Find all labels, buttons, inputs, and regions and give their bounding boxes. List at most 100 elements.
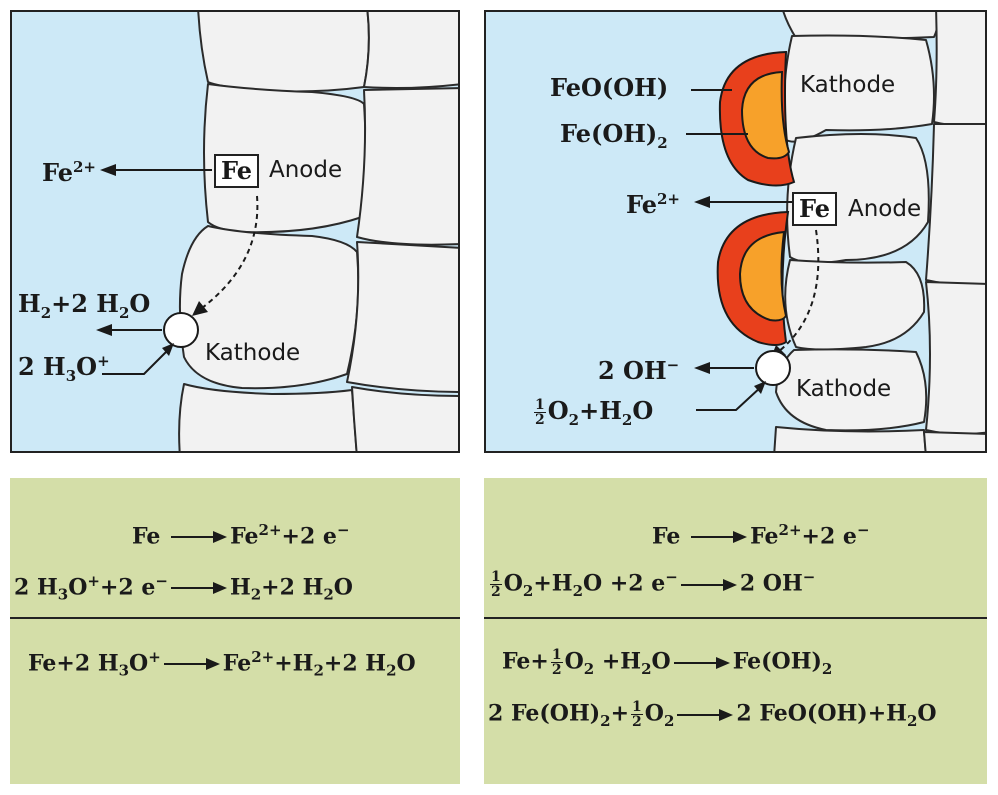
eq-sub: 2 [386,661,397,680]
fe-ion-label-right: Fe2+ [626,192,680,217]
eq-sup: − [856,521,870,539]
h2-sub2: 2 [118,303,130,322]
fe-ion-label: Fe2+ [42,160,96,185]
kathode-bottom-label: Kathode [796,376,892,402]
eq-sub: 2 [323,585,334,604]
anode-label-right: Anode [848,196,922,222]
eq-part: +2 H [261,574,324,601]
eq-sub: 2 [906,711,918,730]
eq-part: +2 e [281,523,337,550]
eq-part: O [68,574,88,601]
fe-ion-charge-right: 2+ [657,190,681,208]
feooh-label: FeO(OH) [550,73,669,102]
eq-sub: 2 [572,581,584,600]
h3o-sup: + [97,352,110,370]
eq-sub: 2 [250,585,262,604]
oh-text: 2 OH [598,356,667,385]
frac-den: 2 [551,662,562,678]
reaction-arrow [673,656,730,669]
reaction-arrow [170,582,227,595]
o2-c: O [632,396,654,425]
eq-part: +H [594,648,642,675]
o2-a: O [547,396,569,425]
metal-grains-right [686,12,985,451]
eq-sup: 2+ [258,521,282,539]
reaction-arrow [677,708,734,721]
eq-part: O [396,650,416,677]
eq-sub: 3 [57,585,69,604]
right-corrosion-diagram: FeO(OH) Fe(OH)2 Kathode Fe2+ Fe Anode 2 … [484,10,987,453]
left-corrosion-diagram: Fe2+ Fe Anode Kathode H2+2 H2O 2 H3O+ [10,10,460,453]
eq-sup: − [665,568,678,587]
eq-part: Fe(OH) [732,648,822,675]
eq-sub: 2 [583,659,595,678]
eq-part: 2 OH [739,570,803,597]
eq-part: 2 H [14,574,58,601]
eq-sup: − [155,572,168,590]
sum-divider [10,617,460,619]
fe-anode-box-right: Fe [792,192,837,227]
eq-part: O [129,650,149,677]
o2-sub2: 2 [621,410,633,429]
frac-den: 2 [491,584,501,600]
eq-part: +H [533,570,573,597]
o2-b: +H [579,396,622,425]
eq-part: Fe [750,523,779,550]
eq-part: H [229,574,251,601]
eq-part: Fe [132,523,161,550]
eq-part: Fe [230,523,259,550]
frac-den: 2 [535,412,545,428]
eq-sup: 2+ [778,521,802,539]
reaction-arrow [691,531,748,544]
reaction-arrow [163,658,220,671]
eq-sub: 2 [641,659,652,678]
fe-anode-box: Fe [214,154,259,189]
eq-part: Fe [222,650,252,677]
reaction-arrow [171,531,228,544]
eq-part: O [651,648,671,675]
hydroxide-label: 2 OH− [598,358,679,383]
frac-num: 1 [550,647,563,663]
eq-part: O +2 e [583,570,666,597]
frac-num: 1 [631,699,643,715]
eq-part: Fe [652,523,681,550]
eq-part: O [564,648,584,675]
eq-part: O [333,574,353,601]
h3o-a: 2 H [18,352,66,381]
eq-sup: + [87,572,100,590]
eq-sub: 2 [313,661,324,680]
frac-den: 2 [632,714,642,730]
eq-part: 2 FeO(OH)+H [736,700,907,727]
eq-part: 2 Fe(OH) [488,700,601,727]
eq-sup: − [336,521,350,539]
fe-ion-text-right: Fe [626,190,657,219]
eq-sub: 2 [522,581,534,600]
kathode-label: Kathode [205,340,301,366]
left-eq-oxidation: Fe Fe2++2 e− [132,521,350,550]
h2-sub: 2 [40,303,52,322]
metal-grains-left [96,12,458,451]
reaction-arrow [680,578,737,591]
feoh2-a: Fe(OH) [560,119,658,148]
o2-sub: 2 [568,410,580,429]
eq-part: O [503,570,523,597]
h3o-b: O [76,352,98,381]
sum-divider-right [484,617,987,619]
left-equations-panel: Fe Fe2++2 e− 2 H3O++2 e−H2+2 H2O Fe+2 H3… [10,478,460,784]
h2-c: O [129,289,151,318]
h3o-sub: 3 [65,366,77,385]
eq-sup: + [148,648,161,666]
fe-ion-text: Fe [42,158,73,187]
left-eq-reduction: 2 H3O++2 e−H2+2 H2O [14,574,353,603]
eq-sub: 2 [663,711,675,730]
eq-sub: 3 [118,661,130,680]
kathode-top-label: Kathode [800,72,896,98]
eq-sub: 2 [600,711,611,730]
